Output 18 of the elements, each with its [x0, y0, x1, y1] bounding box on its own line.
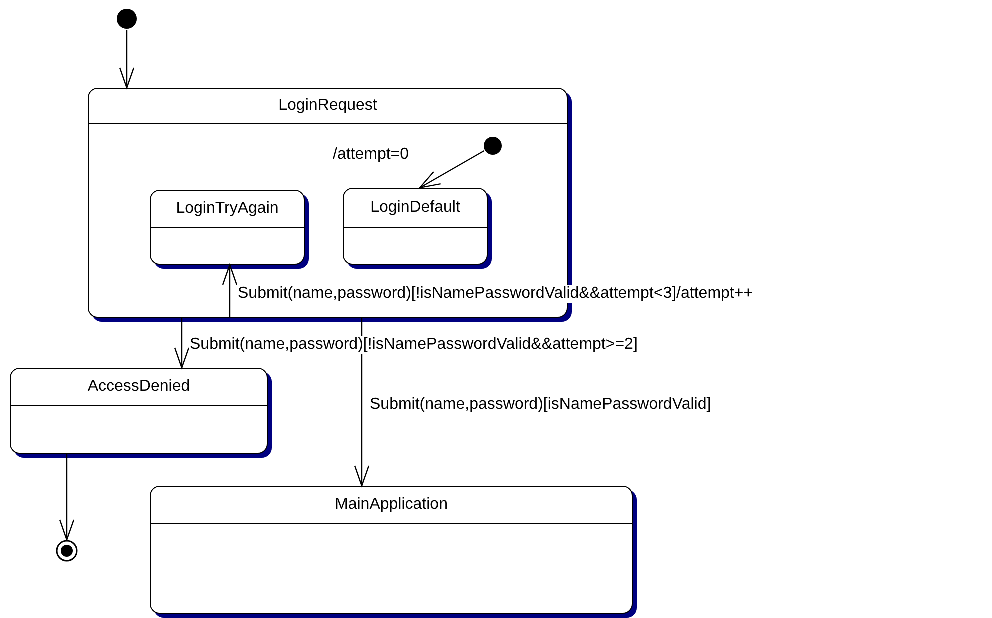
transition-arrow: [222, 264, 238, 318]
edge-label: Submit(name,password)[!isNamePasswordValid&&attempt>=2]: [189, 336, 639, 354]
state-name: LoginTryAgain: [176, 200, 279, 218]
edge-label: /attempt=0: [332, 146, 410, 164]
state-name: MainApplication: [335, 496, 448, 514]
edge-label: Submit(name,password)[!isNamePasswordValid&&attempt<3]/attempt++: [237, 285, 754, 303]
final-state-bullseye: [56, 540, 78, 562]
state-name: AccessDenied: [88, 378, 190, 396]
state-name: LoginDefault: [370, 199, 460, 217]
initial-state-dot: [116, 8, 138, 30]
transition-arrow: [419, 150, 485, 189]
edge-label: Submit(name,password)[isNamePasswordValid]: [369, 396, 712, 414]
transition-arrow: [119, 30, 135, 89]
transition-arrow: [354, 318, 370, 487]
initial-state-dot: [483, 136, 503, 156]
transition-arrow: [174, 318, 190, 369]
state-name: LoginRequest: [278, 97, 378, 115]
transition-arrow: [59, 454, 75, 541]
